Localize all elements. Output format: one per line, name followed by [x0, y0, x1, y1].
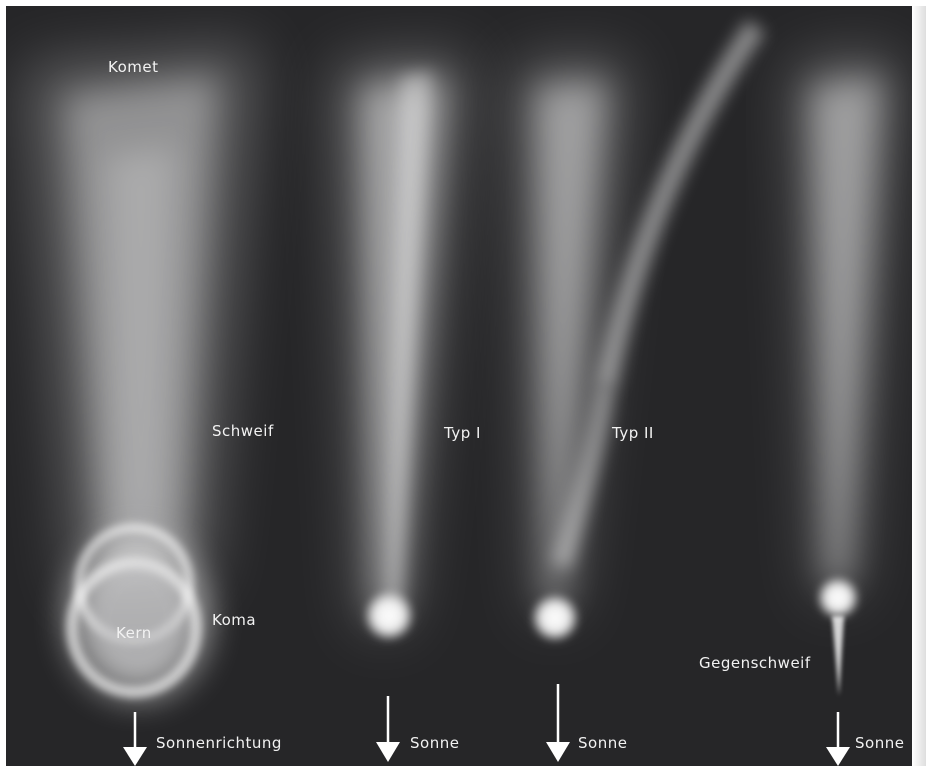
label-koma: Koma: [212, 613, 256, 628]
label-sonne-3: Sonne: [855, 736, 904, 751]
arrow-sonne-3-icon: [826, 712, 850, 766]
label-typ2: Typ II: [612, 426, 654, 441]
comet-illustration: [6, 6, 912, 766]
comet-1: [26, 46, 256, 700]
comet-2: [336, 56, 466, 642]
nucleus-gegenschweif: [816, 576, 860, 620]
label-sonne-2: Sonne: [578, 736, 627, 751]
sun-arrows: [123, 684, 850, 766]
arrow-sonne-1-icon: [376, 696, 400, 762]
arrow-sonne-2-icon: [546, 684, 570, 762]
label-sonne-1: Sonne: [410, 736, 459, 751]
dark-plate: Komet Schweif Kern Koma Sonnenrichtung T…: [6, 6, 912, 766]
label-typ1: Typ I: [444, 426, 481, 441]
arrow-sonnenrichtung-icon: [123, 712, 147, 766]
comet-3: [516, 26, 756, 643]
label-schweif: Schweif: [212, 424, 274, 439]
label-sonnenrichtung: Sonnenrichtung: [156, 736, 282, 751]
page-edge-shade: [912, 6, 926, 766]
typ2-curved-tail: [606, 26, 756, 386]
gegenschweif-spike: [832, 616, 844, 696]
label-komet: Komet: [108, 60, 159, 75]
label-gegenschweif: Gegenschweif: [699, 656, 811, 671]
nucleus-typ2: [530, 593, 580, 643]
nucleus-typ1: [363, 590, 415, 642]
kern-core: [93, 563, 183, 673]
label-kern: Kern: [116, 626, 152, 641]
comet-4: [796, 56, 896, 696]
